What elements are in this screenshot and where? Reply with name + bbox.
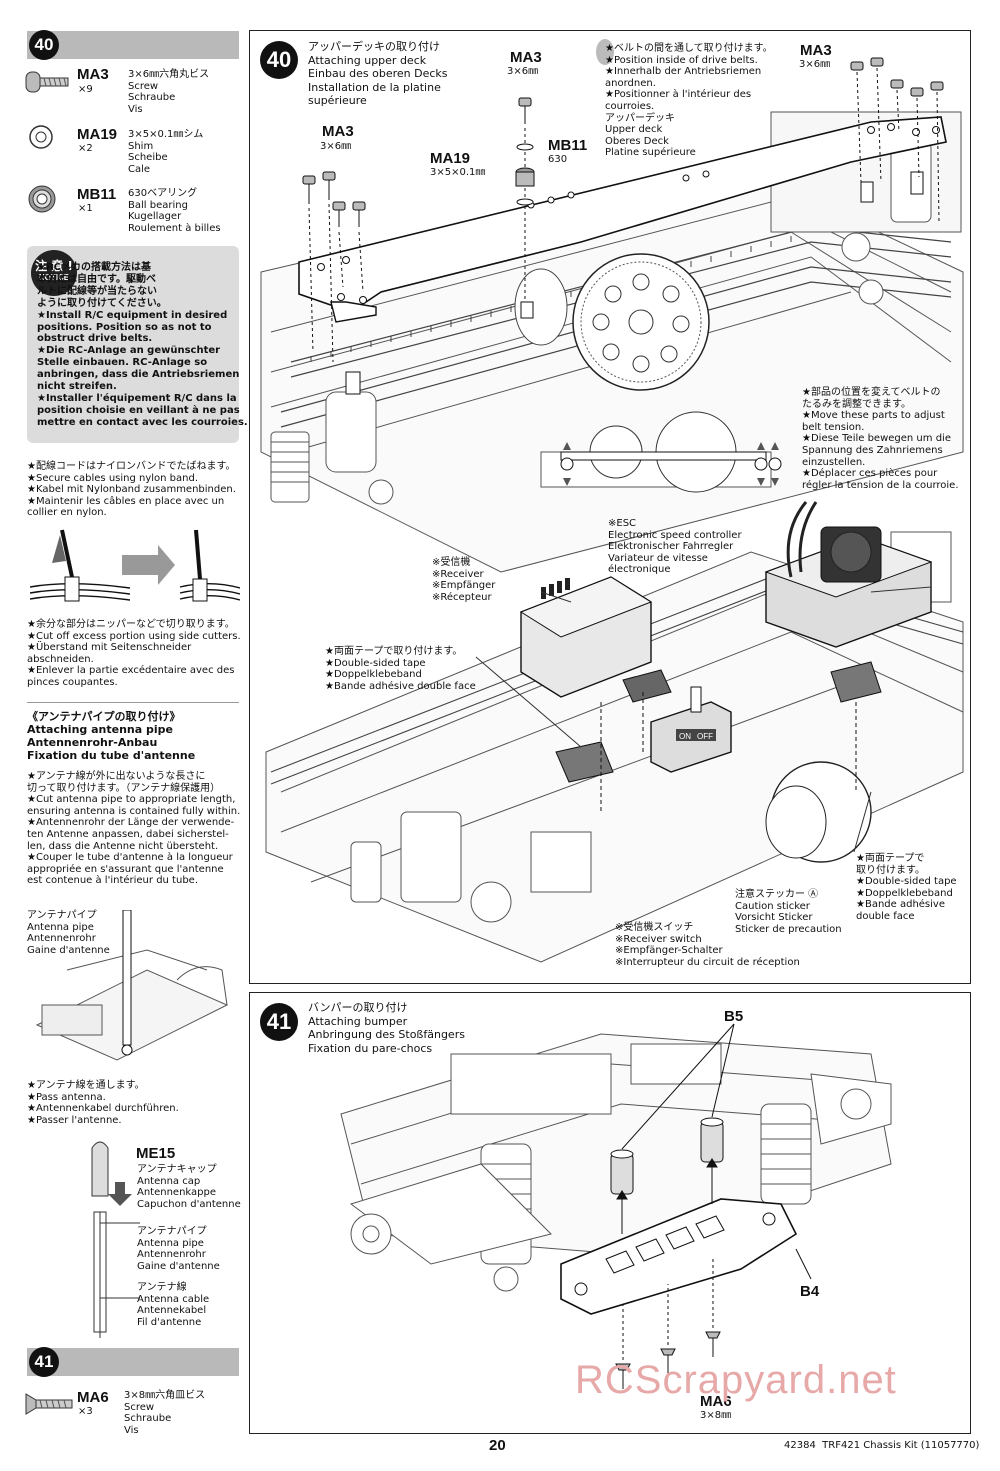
antenna-parts-illustration bbox=[91, 1141, 140, 1338]
step40-illustration: ON OFF bbox=[260, 57, 964, 963]
antenna-cable-desc: アンテナ線 Antenna cable Antennekabel Fil d'a… bbox=[137, 1282, 210, 1328]
label-ma6: MA6 bbox=[700, 1393, 732, 1410]
notice-badge-en: NOTICE bbox=[38, 273, 70, 282]
kit-info: 42384 TRF421 Chassis Kit (11057770) bbox=[784, 1440, 980, 1451]
cut-off-note: ★余分な部分はニッパーなどで切り取ります。 ★Cut off excess po… bbox=[27, 619, 241, 688]
ball-bearing-icon bbox=[28, 185, 56, 213]
label-ma3-top-size: 3×6㎜ bbox=[507, 66, 539, 77]
step41-title: バンパーの取り付け Attaching bumper Anbringung de… bbox=[308, 1001, 465, 1055]
part-qty: ×1 bbox=[78, 203, 93, 214]
label-ma3-top: MA3 bbox=[510, 49, 542, 66]
part-code: MB11 bbox=[77, 186, 117, 203]
notice-badge-jp: 注 意 ! bbox=[35, 259, 73, 273]
notice-badge: 注 意 ! NOTICE bbox=[31, 250, 77, 296]
me15-code: ME15 bbox=[136, 1145, 176, 1162]
antenna-pipe-desc: アンテナパイプ Antenna pipe Antennenrohr Gaine … bbox=[137, 1226, 220, 1272]
part-code: MA19 bbox=[77, 126, 118, 143]
belt-tension-note: ★部品の位置を変えてベルトの たるみを調整できます。 ★Move these p… bbox=[802, 387, 959, 491]
label-mb11: MB11 bbox=[548, 137, 588, 154]
label-ma3-right: MA3 bbox=[800, 42, 832, 59]
receiver-label: ※受信機 ※Receiver ※Empfänger ※Récepteur bbox=[432, 557, 496, 603]
countersunk-screw-icon bbox=[25, 1393, 73, 1415]
belt-note-marker bbox=[596, 39, 614, 65]
label-ma3-right-size: 3×6㎜ bbox=[799, 59, 831, 70]
step41-number-badge: 41 bbox=[260, 1003, 298, 1041]
label-b5: B5 bbox=[724, 1008, 744, 1025]
shim-icon bbox=[29, 125, 53, 149]
part-desc: 3×8㎜六角皿ビス Screw Schraube Vis bbox=[124, 1390, 206, 1436]
receiver-switch-label: ※受信機スイッチ ※Receiver switch ※Empfänger-Sch… bbox=[615, 922, 800, 968]
part-qty: ×9 bbox=[78, 84, 93, 95]
label-ma3-left-size: 3×6㎜ bbox=[320, 141, 352, 152]
label-b4: B4 bbox=[800, 1283, 820, 1300]
step41-parts-header bbox=[27, 1348, 239, 1376]
step40-badge: 40 bbox=[29, 30, 59, 60]
esc-label: ※ESC Electronic speed controller Elektro… bbox=[608, 518, 742, 576]
step40-parts-header bbox=[27, 31, 239, 59]
part-code: MA3 bbox=[77, 66, 109, 83]
switch-on-label: ON bbox=[679, 732, 691, 741]
double-sided-tape-left: ★両面テープで取り付けます。 ★Double-sided tape ★Doppe… bbox=[325, 646, 476, 692]
part-desc: 3×5×0.1㎜シム Shim Scheibe Cale bbox=[128, 129, 204, 175]
caution-sticker-label: 注意ステッカー Ⓐ Caution sticker Vorsicht Stick… bbox=[735, 889, 842, 935]
part-desc: 630ベアリング Ball bearing Kugellager Rouleme… bbox=[128, 188, 221, 234]
label-mb11-size: 630 bbox=[548, 154, 568, 165]
step41-illustration bbox=[340, 1023, 892, 1389]
antenna-cut-note: ★アンテナ線が外に出ないような長さに 切って取り付けます。（アンテナ線保護用） … bbox=[27, 771, 241, 887]
step40-number-badge: 40 bbox=[260, 41, 298, 79]
notice-text: ★RCメカの搭載方法は基 本的には自由です。駆動ベ ルトに配線等が当たらない よ… bbox=[37, 262, 248, 428]
switch-off-label: OFF bbox=[697, 732, 713, 741]
part-desc: 3×6㎜六角丸ビス Screw Schraube Vis bbox=[128, 69, 210, 115]
cable-tie-note: ★配線コードはナイロンバンドでたばねます。 ★Secure cables usi… bbox=[27, 461, 236, 519]
label-ma3-left: MA3 bbox=[322, 123, 354, 140]
watermark: RCScrapyard.net bbox=[575, 1358, 897, 1402]
part-qty: ×2 bbox=[78, 143, 93, 154]
antenna-title: 《アンテナパイプの取り付け》 Attaching antenna pipe An… bbox=[27, 710, 196, 762]
cable-tie-illustration bbox=[30, 529, 240, 602]
antenna-pipe-label: アンテナパイプ Antenna pipe Antennenrohr Gaine … bbox=[27, 910, 110, 956]
label-ma6-size: 3×8㎜ bbox=[700, 1410, 732, 1421]
step40-title: アッパーデッキの取り付け Attaching upper deck Einbau… bbox=[308, 40, 448, 107]
step41-badge: 41 bbox=[29, 1347, 59, 1377]
divider bbox=[27, 702, 239, 703]
pass-antenna-note: ★アンテナ線を通します。 ★Pass antenna. ★Antennenkab… bbox=[27, 1080, 179, 1126]
page-number: 20 bbox=[489, 1437, 506, 1454]
label-ma19-size: 3×5×0.1㎜ bbox=[430, 167, 486, 178]
part-qty: ×3 bbox=[78, 1406, 93, 1417]
me15-desc: アンテナキャップ Antenna cap Antennenkappe Capuc… bbox=[137, 1164, 241, 1210]
part-code: MA6 bbox=[77, 1389, 109, 1406]
label-ma19: MA19 bbox=[430, 150, 471, 167]
double-sided-tape-right: ★両面テープで 取り付けます。 ★Double-sided tape ★Dopp… bbox=[856, 853, 957, 922]
belt-note: ★ベルトの間を通して取り付けます。 ★Position inside of dr… bbox=[605, 43, 773, 159]
antenna-install-illustration bbox=[35, 910, 229, 1061]
screw-icon bbox=[25, 71, 69, 93]
